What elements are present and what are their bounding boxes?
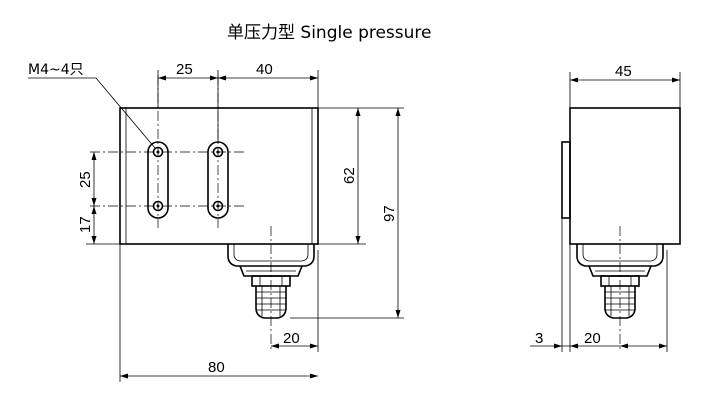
front-body-outline — [119, 107, 319, 245]
dim-label-20-front: 20 — [283, 330, 300, 347]
dim-label-17: 17 — [77, 216, 94, 233]
dim-label-45: 45 — [615, 63, 632, 80]
dim-right-front — [290, 107, 404, 319]
dim-label-25-left: 25 — [77, 171, 94, 188]
dim-label-40: 40 — [256, 61, 273, 78]
dim-label-20-side: 20 — [584, 330, 601, 347]
side-view: 45 3 20 — [530, 63, 681, 352]
hole-note: M4~4只 — [28, 62, 84, 78]
front-view: 25 40 M4~4只 25 17 62 97 — [28, 61, 404, 382]
hole-note-leader — [95, 77, 156, 149]
dim-fitting-front — [271, 250, 319, 352]
dim-label-25-top: 25 — [176, 61, 193, 78]
dim-top-side — [569, 72, 681, 108]
dim-label-62: 62 — [341, 167, 358, 184]
front-fitting — [227, 244, 315, 319]
side-body-outline — [569, 107, 681, 245]
dim-label-97: 97 — [381, 205, 398, 222]
dim-label-3: 3 — [535, 330, 543, 347]
dim-top-front — [157, 70, 319, 142]
dim-label-80: 80 — [208, 359, 225, 376]
dim-left-front — [86, 152, 120, 245]
dim-bottom-side — [530, 218, 668, 352]
side-body-offset — [561, 141, 571, 219]
dim-bottom-front — [119, 244, 318, 382]
drawing-title: 单压力型 Single pressure — [227, 23, 432, 43]
